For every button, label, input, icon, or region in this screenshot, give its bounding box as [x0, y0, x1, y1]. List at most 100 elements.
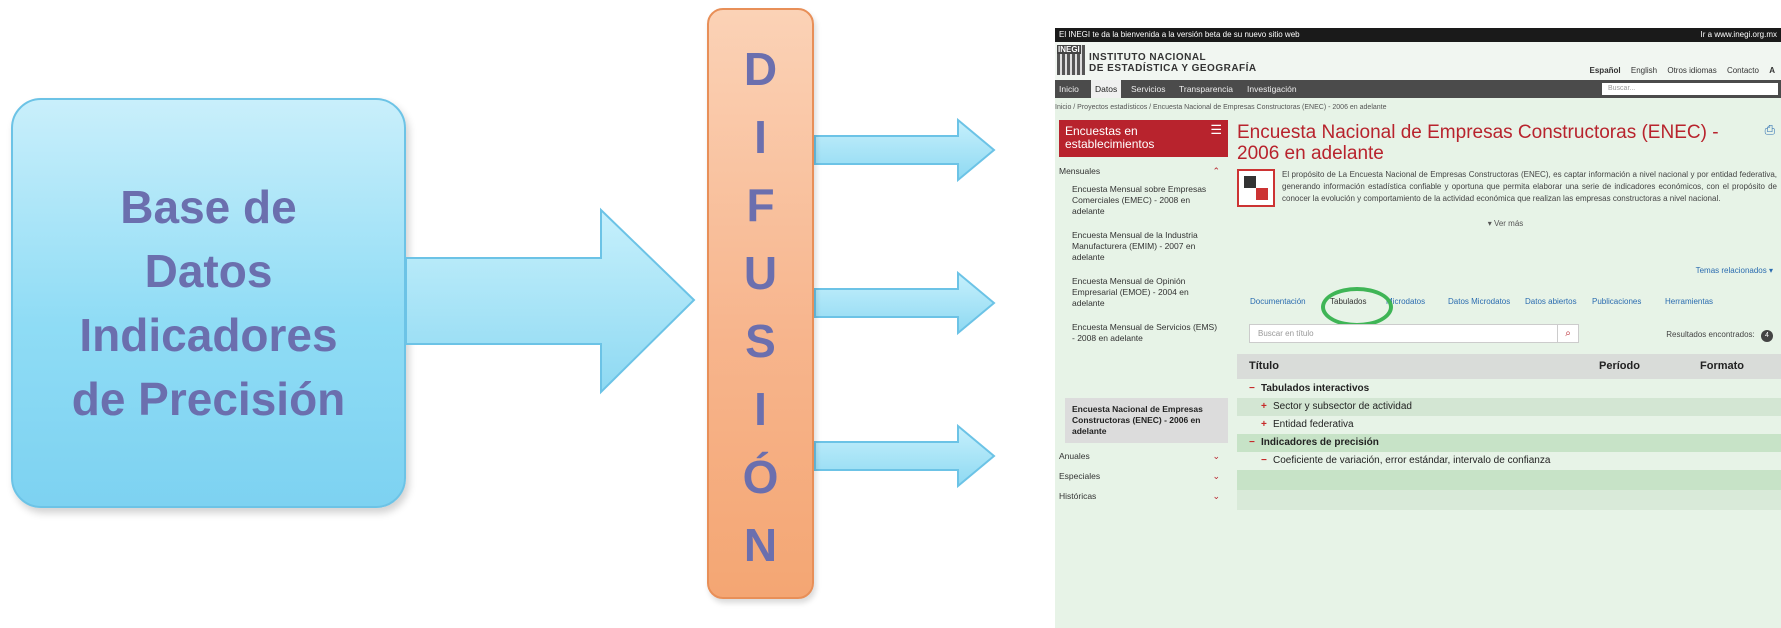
lang-other[interactable]: Otros idiomas [1667, 66, 1717, 75]
welcome-text: El INEGI te da la bienvenida a la versió… [1059, 30, 1300, 39]
font-size-icon[interactable]: A [1769, 66, 1775, 75]
table-row[interactable]: − Tabulados interactivos [1237, 380, 1781, 398]
sidebar-item[interactable]: Encuesta Mensual sobre Empresas Comercia… [1072, 184, 1207, 216]
results-count: Resultados encontrados: 4 [1666, 330, 1773, 342]
database-line-2: Datos [144, 245, 273, 297]
sidebar-section-historicas[interactable]: Históricas ⌄ [1059, 491, 1228, 501]
difusion-bar: D I F U S I Ó N [707, 8, 814, 599]
sidebar-section-label: Anuales [1059, 451, 1090, 461]
sidebar-item-selected[interactable]: Encuesta Nacional de Empresas Constructo… [1065, 398, 1228, 443]
sidebar-item[interactable]: Encuesta Mensual de Opinión Empresarial … [1072, 276, 1189, 308]
logo-mark-text: INEGI [1057, 45, 1081, 54]
table-row[interactable]: + Entidad federativa [1237, 416, 1781, 434]
arrow-to-screenshot-2 [814, 270, 996, 336]
site-header: INEGI INSTITUTO NACIONAL DE ESTADÍSTICA … [1055, 42, 1781, 80]
table-row[interactable]: − Coeficiente de variación, error estánd… [1237, 452, 1781, 470]
difusion-letter: N [743, 519, 778, 571]
title-filter-input[interactable]: Buscar en título [1249, 324, 1579, 343]
row-label: Indicadores de precisión [1261, 437, 1379, 448]
tab-publicaciones[interactable]: Publicaciones [1592, 297, 1642, 306]
survey-icon [1237, 169, 1275, 207]
search-icon[interactable]: ⌕ [1557, 324, 1579, 343]
database-box-label: Base de Datos Indicadores de Precisión [72, 175, 346, 431]
inegi-logo-icon[interactable]: INEGI [1057, 45, 1085, 75]
tab-datos-microdatos[interactable]: Datos Microdatos [1448, 297, 1511, 306]
tab-microdatos[interactable]: Microdatos [1386, 297, 1426, 306]
chevron-down-icon: ⌄ [1212, 491, 1220, 501]
related-topics-dropdown[interactable]: Temas relacionados ▾ [1695, 266, 1773, 275]
results-label: Resultados encontrados: [1666, 330, 1755, 339]
language-links: Español English Otros idiomas Contacto A [1582, 66, 1775, 75]
page-title: Encuesta Nacional de Empresas Constructo… [1237, 122, 1719, 164]
difusion-letter: D [743, 43, 778, 95]
institute-name-line-2: DE ESTADÍSTICA Y GEOGRAFÍA [1089, 63, 1257, 74]
main-nav: Inicio Datos Servicios Transparencia Inv… [1055, 80, 1781, 98]
difusion-letter: S [745, 315, 776, 367]
chevron-down-icon: ⌄ [1212, 451, 1220, 461]
sidebar: Encuestas en establecimientos ☰ Mensuale… [1055, 118, 1228, 628]
sidebar-item[interactable]: Encuesta Mensual de la Industria Manufac… [1072, 230, 1198, 262]
welcome-bar: El INEGI te da la bienvenida a la versió… [1055, 28, 1781, 42]
survey-description: El propósito de La Encuesta Nacional de … [1282, 170, 1777, 203]
database-box: Base de Datos Indicadores de Precisión [11, 98, 406, 508]
institute-name-line-1: INSTITUTO NACIONAL [1089, 52, 1207, 63]
sidebar-item[interactable]: Encuesta Mensual de Servicios (EMS) - 20… [1072, 322, 1218, 343]
collapse-icon: − [1249, 383, 1255, 394]
site-search-input[interactable]: Buscar... [1602, 83, 1778, 95]
difusion-letter: U [743, 247, 778, 299]
table-row[interactable]: + Sector y subsector de actividad [1237, 398, 1781, 416]
table-row [1237, 470, 1781, 490]
table-row [1237, 490, 1781, 510]
expand-icon: + [1261, 401, 1267, 412]
chevron-up-icon: ⌃ [1212, 166, 1220, 176]
tab-datos-abiertos[interactable]: Datos abiertos [1525, 297, 1577, 306]
database-line-4: de Precisión [71, 373, 346, 425]
chevron-down-icon: ⌄ [1212, 471, 1220, 481]
tab-herramientas[interactable]: Herramientas [1665, 297, 1714, 306]
table-header: Título Período Formato [1237, 354, 1781, 379]
nav-investigacion[interactable]: Investigación [1247, 84, 1297, 94]
sidebar-section-mensuales[interactable]: Mensuales ⌃ [1059, 166, 1228, 176]
row-label: Coeficiente de variación, error estándar… [1273, 455, 1551, 466]
sidebar-header: Encuestas en establecimientos ☰ [1059, 120, 1228, 157]
nav-transparencia[interactable]: Transparencia [1179, 84, 1234, 94]
sidebar-section-anuales[interactable]: Anuales ⌄ [1059, 451, 1228, 461]
results-badge: 4 [1761, 330, 1773, 342]
nav-datos[interactable]: Datos [1091, 80, 1122, 98]
expand-icon: + [1261, 419, 1267, 430]
nav-servicios[interactable]: Servicios [1131, 84, 1166, 94]
sidebar-section-label: Mensuales [1059, 166, 1101, 176]
lang-english[interactable]: English [1630, 66, 1658, 75]
institute-name: INSTITUTO NACIONAL DE ESTADÍSTICA Y GEOG… [1089, 52, 1257, 74]
difusion-letter: I [754, 383, 767, 435]
header-periodo: Período [1599, 360, 1640, 372]
tab-documentacion[interactable]: Documentación [1250, 297, 1306, 306]
sidebar-section-label: Históricas [1059, 491, 1097, 501]
row-label: Sector y subsector de actividad [1273, 401, 1412, 412]
difusion-letter: Ó [742, 451, 779, 503]
difusion-letter: F [746, 179, 775, 231]
table-row[interactable]: − Indicadores de precisión [1237, 434, 1781, 452]
header-formato: Formato [1700, 360, 1744, 372]
inegi-link[interactable]: Ir a www.inegi.org.mx [1700, 30, 1777, 39]
difusion-letter: I [754, 111, 767, 163]
arrow-to-screenshot-1 [814, 117, 996, 183]
nav-inicio[interactable]: Inicio [1059, 84, 1079, 94]
sidebar-section-especiales[interactable]: Especiales ⌄ [1059, 471, 1228, 481]
ver-mas-label: Ver más [1493, 219, 1524, 228]
ver-mas-link[interactable]: ▾ Ver más [1487, 219, 1524, 228]
collapse-icon: − [1249, 437, 1255, 448]
database-line-3: Indicadores [79, 309, 338, 361]
arrow-to-screenshot-3 [814, 423, 996, 489]
related-topics-label: Temas relacionados [1695, 266, 1767, 275]
database-line-1: Base de [120, 181, 297, 233]
print-icon[interactable]: ⎙ [1764, 122, 1775, 137]
contact-link[interactable]: Contacto [1726, 66, 1759, 75]
inegi-website-screenshot: El INEGI te da la bienvenida a la versió… [1055, 28, 1781, 628]
header-titulo: Título [1249, 360, 1279, 372]
row-label: Entidad federativa [1273, 419, 1354, 430]
menu-icon[interactable]: ☰ [1210, 122, 1222, 137]
lang-espanol[interactable]: Español [1589, 66, 1621, 75]
